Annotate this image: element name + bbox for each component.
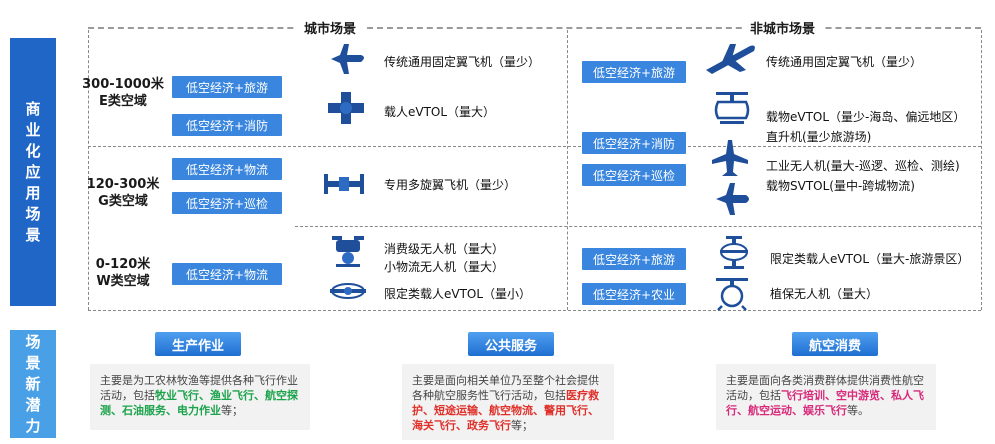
svtol-icon (712, 180, 752, 218)
new-potential-label: 场景新潜力 (10, 330, 56, 438)
city-item-evtol: 载人eVTOL（量大） (384, 105, 496, 119)
jet-airplane-icon (702, 40, 758, 78)
city-header: 城市场景 (296, 18, 365, 37)
city-tag-logistics-w: 低空经济+物流 (172, 263, 282, 285)
public-text: 主要是面向相关单位乃至整个社会提供各种航空服务性飞行活动，包括 (412, 374, 599, 402)
commercial-scenario-label: 商业化应用场景 (10, 38, 56, 306)
new-potential-text: 场景新潜力 (25, 332, 41, 435)
city-item-limited-evtol: 限定类载人eVTOL（量小） (384, 287, 532, 301)
tourist-evtol-icon (716, 234, 752, 272)
noncity-tag-inspection: 低空经济+巡检 (582, 164, 686, 186)
production-highlight: 牧业飞行、渔业飞行、航空探测、石油服务、电力作业 (100, 389, 298, 417)
city-item-fixed-wing: 传统通用固定翼飞机（量少） (384, 55, 541, 69)
crop-drone-icon (712, 276, 752, 312)
noncity-item-crop-drone: 植保无人机（量大） (770, 287, 879, 301)
right-border (981, 30, 982, 310)
noncity-tag-agriculture: 低空经济+农业 (582, 283, 686, 305)
noncity-item-cargo-evtol: 载物eVTOL（量少-海岛、偏远地区） (766, 110, 966, 124)
city-item-logistics-drone: 小物流无人机（量大） (384, 260, 505, 274)
noncity-item-helicopter: 直升机(量少旅游场) (766, 130, 872, 144)
noncity-tag-firefighting: 低空经济+消防 (582, 132, 686, 154)
production-text-end: 等； (221, 404, 243, 417)
potential-card-production: 主要是为工农林牧渔等提供各种飞行作业活动，包括牧业飞行、渔业飞行、航空探测、石油… (90, 364, 310, 430)
consumption-text-end: 等。 (847, 404, 869, 417)
noncity-tag-tourism-w: 低空经济+旅游 (582, 248, 686, 270)
public-highlight: 医疗救护、短途运输、航空物流、警用飞行、海关飞行、政务飞行 (412, 389, 599, 432)
noncity-item-tourist-evtol: 限定类载人eVTOL（量大-旅游景区） (770, 252, 970, 266)
passenger-evtol-icon (328, 278, 368, 304)
commercial-scenario-text: 商业化应用场景 (25, 99, 41, 244)
evtol-icon (326, 90, 366, 126)
production-text: 主要是为工农林牧渔等提供各种飞行作业活动，包括 (100, 374, 298, 402)
city-tag-tourism: 低空经济+旅游 (172, 76, 282, 98)
potential-title-production: 生产作业 (155, 332, 241, 356)
noncity-tag-tourism: 低空经济+旅游 (582, 61, 686, 83)
noncity-header: 非城市场景 (742, 18, 824, 37)
potential-card-consumption: 主要是面向各类消费群体提供消费性航空活动，包括飞行培训、空中游览、私人飞行、航空… (716, 364, 936, 430)
potential-card-public: 主要是面向相关单位乃至整个社会提供各种航空服务性飞行活动，包括医疗救护、短途运输… (402, 364, 614, 440)
row-label-g-height: 120-300米 (86, 177, 160, 192)
row-label-w-height: 0-120米 (95, 257, 151, 272)
potential-title-public: 公共服务 (468, 332, 554, 356)
industrial-drone-icon (710, 138, 750, 178)
row-divider-1 (88, 146, 981, 147)
noncity-item-fixed-wing: 传统通用固定翼飞机（量少） (766, 55, 923, 69)
airplane-icon (328, 42, 368, 76)
noncity-item-industrial-drone: 工业无人机(量大-巡逻、巡检、测绘) (766, 159, 960, 173)
row-divider-3 (88, 310, 981, 311)
row-divider-2 (295, 226, 981, 227)
row-label-e: 300-1000米 E类空域 (68, 76, 178, 110)
left-border (88, 30, 89, 310)
row-label-e-height: 300-1000米 (82, 77, 164, 92)
drone-icon (330, 234, 366, 272)
consumption-text: 主要是面向各类消费群体提供消费性航空活动，包括 (726, 374, 924, 402)
city-item-consumer-drone: 消费级无人机（量大） (384, 242, 505, 256)
row-label-g-class: G类空域 (98, 194, 148, 209)
consumption-highlight: 飞行培训、空中游览、私人飞行、航空运动、娱乐飞行 (726, 389, 924, 417)
potential-title-consumption: 航空消费 (792, 332, 878, 356)
city-tag-logistics: 低空经济+物流 (172, 158, 282, 180)
city-tag-inspection: 低空经济+巡检 (172, 192, 282, 214)
public-text-end: 等； (511, 419, 533, 432)
row-label-g: 120-300米 G类空域 (68, 176, 178, 210)
city-item-multirotor: 专用多旋翼飞机（量少） (384, 178, 517, 192)
row-label-w: 0-120米 W类空域 (68, 256, 178, 290)
multirotor-icon (322, 170, 366, 198)
city-noncity-divider (567, 30, 568, 310)
row-label-e-class: E类空域 (99, 94, 147, 109)
noncity-item-svtol: 载物SVTOL(量中-跨城物流) (766, 179, 915, 193)
city-tag-firefighting: 低空经济+消防 (172, 114, 282, 136)
cargo-evtol-icon (712, 90, 752, 126)
header-divider (88, 27, 981, 29)
row-label-w-class: W类空域 (96, 274, 150, 289)
